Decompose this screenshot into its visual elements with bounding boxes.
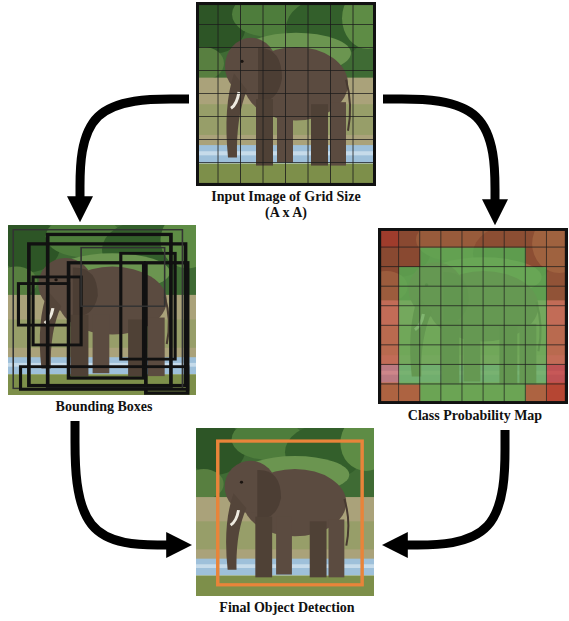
grid: [378, 228, 568, 404]
bounding-box: [81, 248, 165, 307]
flow-arrow: [383, 99, 495, 207]
image-border: [380, 229, 567, 402]
flow-arrow: [400, 430, 505, 545]
bounding-box: [48, 234, 171, 387]
input-image: [184, 0, 394, 186]
bounding-box: [33, 277, 81, 345]
image-border: [198, 4, 375, 185]
photo: [0, 212, 215, 395]
bounding-box: [29, 244, 186, 386]
bounding-box: [69, 263, 144, 378]
grid: [196, 2, 376, 186]
panel-caption: Final Object Detection: [198, 600, 376, 616]
bounding-box: [18, 284, 68, 326]
panel-caption: Class Probability Map: [381, 408, 569, 424]
final-detection-image: [184, 415, 392, 596]
detection-box: [218, 441, 362, 585]
bounding-boxes-image: [0, 212, 215, 395]
image-panel: Class Probability Map: [378, 228, 569, 424]
photo: [184, 415, 392, 596]
photo: [184, 0, 394, 186]
bounding-box: [13, 230, 182, 389]
flow-arrow: [80, 99, 189, 204]
panel-caption: Input Image of Grid Size (A x A): [211, 189, 361, 221]
image-panel: Bounding Boxes: [8, 225, 200, 415]
panel-caption: Bounding Boxes: [11, 399, 197, 415]
bounding-box: [21, 367, 188, 390]
flow-arrow: [75, 421, 174, 545]
image-panel: Final Object Detection: [195, 428, 379, 616]
bounding-box: [146, 263, 188, 393]
class-probability-image: [365, 214, 569, 404]
image-panel: Input Image of Grid Size (A x A): [195, 2, 377, 221]
photo: [365, 214, 569, 404]
class-region-red: [378, 228, 568, 404]
